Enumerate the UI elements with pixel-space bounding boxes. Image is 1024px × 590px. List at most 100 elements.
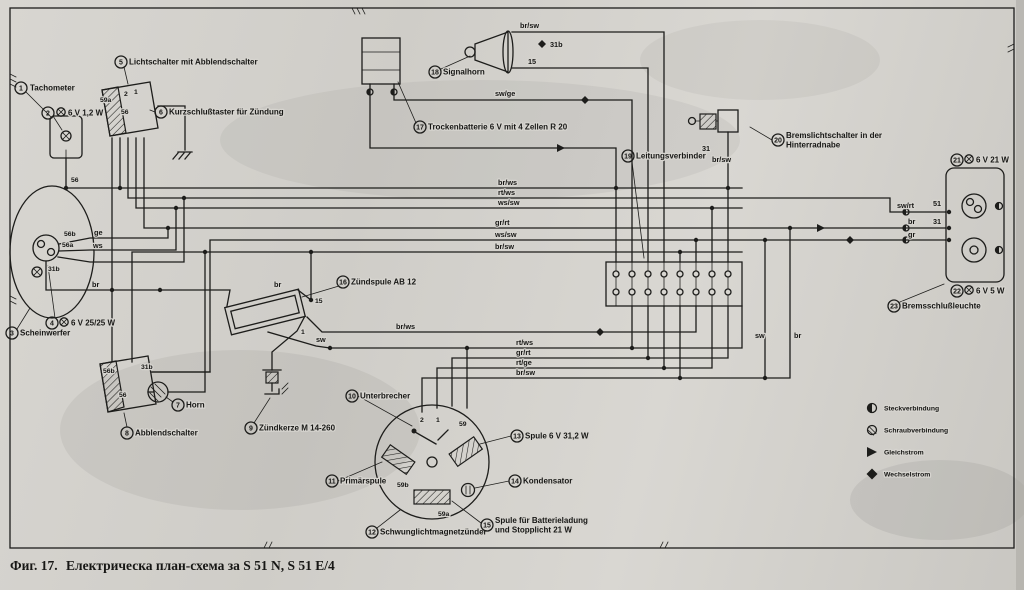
term-1-switch: 1 (134, 89, 138, 96)
term-1-fly: 1 (436, 417, 440, 424)
label-charge-coil-1: Spule für Batterieladung (495, 516, 588, 525)
label-horn: Horn (186, 401, 205, 410)
label-tail-light: Bremsschlußleuchte (902, 302, 981, 311)
wire-gr-tail: gr (908, 230, 915, 239)
scan-ticks (9, 7, 1015, 549)
condenser-symbol (460, 482, 476, 498)
horn-kill-wires (147, 105, 211, 393)
callout-18: 18 (431, 70, 439, 77)
callout-9: 9 (249, 426, 253, 433)
callout-10: 10 (348, 394, 356, 401)
bulb-icon (56, 107, 66, 117)
label-tachometer: Tachometer (30, 84, 75, 93)
term-59b-fly: 59b (397, 482, 409, 489)
wire-brsw1: br/sw (495, 242, 514, 251)
label-light-coil: Spule 6 V 31,2 W (525, 432, 589, 441)
label-brake-switch-1: Bremslichtschalter in der (786, 131, 882, 140)
label-signal-horn: Signalhorn (443, 68, 485, 77)
wire-br-tail: br (908, 217, 915, 226)
callout-20: 20 (774, 138, 782, 145)
plug-connector-markers (366, 88, 910, 244)
wire-grrt2: gr/rt (516, 348, 531, 357)
label-dip-switch: Abblendschalter (135, 429, 198, 438)
wire-markers (366, 40, 910, 336)
bulb-icon (964, 154, 974, 164)
wiring (45, 31, 947, 413)
wire-brsw-brake: br/sw (712, 155, 731, 164)
callout-22: 22 (953, 289, 961, 296)
brake-light-switch (687, 109, 773, 141)
headlight-wires (45, 197, 231, 307)
wire-ge-head: ge (94, 228, 103, 237)
term-59a-fly: 59a (438, 511, 450, 518)
tail-light (899, 167, 1005, 303)
dip-switch (99, 355, 157, 428)
term-56-dip: 56 (119, 392, 127, 399)
term-59a-switch: 59a (100, 97, 112, 104)
wire-wssw1: ws/sw (497, 198, 520, 207)
legend-gleich: Gleichstrom (884, 450, 924, 457)
callout-21: 21 (953, 158, 961, 165)
callout-15: 15 (483, 523, 491, 530)
label-brake-switch-2: Hinterradnabe (786, 141, 841, 150)
wire-15-horn: 15 (528, 57, 536, 66)
diagram-frame (9, 7, 1015, 549)
term-1-coil: 1 (301, 329, 305, 336)
headlight (9, 185, 95, 330)
wire-31b: 31b (550, 40, 563, 49)
callout-3: 3 (10, 331, 14, 338)
caption: Фиг. 17. Електрическа план-схема за S 51… (10, 558, 335, 573)
term-15-coil: 15 (315, 298, 323, 305)
tachometer (25, 91, 83, 159)
wire-rtws1: rt/ws (498, 188, 515, 197)
callout-5: 5 (119, 60, 123, 67)
parking-bulb-icon (31, 266, 43, 278)
caption-figure: Фиг. 17. (10, 558, 58, 573)
kill-button-leader (149, 109, 156, 113)
callout-7: 7 (176, 403, 180, 410)
wire-ws-head: ws (92, 241, 103, 250)
label-primary-coil: Primärspule (340, 477, 387, 486)
light-switch (101, 66, 159, 137)
paper-texture (60, 0, 1024, 590)
label-breaker: Unterbrecher (360, 392, 410, 401)
callout-14: 14 (511, 479, 519, 486)
screw-connection-icon (866, 424, 878, 436)
label-battery: Trockenbatterie 6 V mit 4 Zellen R 20 (428, 123, 568, 132)
wire-wssw2: ws/sw (494, 230, 517, 239)
callout-19: 19 (624, 154, 632, 161)
callout-17: 17 (416, 125, 424, 132)
term-56b-head: 56b (64, 231, 76, 238)
battery (361, 37, 417, 124)
label-ignition-coil: Zündspule AB 12 (351, 278, 417, 287)
junction-dots (63, 185, 952, 381)
label-connector: Leitungsverbinder (636, 152, 706, 161)
wire-brws-mid: br/ws (396, 322, 415, 331)
term-2-fly: 2 (420, 417, 424, 424)
term-56b-dip: 56b (103, 368, 115, 375)
wire-br-mid: br (794, 331, 801, 340)
top-wires (369, 31, 729, 263)
label-tail-bulb-21w: 6 V 21 W (976, 156, 1009, 165)
ignition-coil (223, 285, 340, 336)
wire-sw-coil: sw (316, 335, 326, 344)
term-31b-head: 31b (48, 266, 60, 273)
label-light-switch: Lichtschalter mit Abblendschalter (129, 58, 258, 67)
connector-block (605, 161, 743, 307)
connector-pins (612, 270, 732, 296)
plug-connection-icon (867, 403, 872, 413)
signal-horn (440, 30, 514, 74)
wire-rtge: rt/ge (516, 358, 532, 367)
callout-11: 11 (328, 479, 336, 486)
wire-br-head: br (92, 280, 99, 289)
callout-8: 8 (125, 431, 129, 438)
label-headlight: Scheinwerfer (20, 329, 70, 338)
wire-grrt1: gr/rt (495, 218, 510, 227)
wire-rtws2: rt/ws (516, 338, 533, 347)
wire-brsw-top: br/sw (520, 21, 539, 30)
wire-brws1: br/ws (498, 178, 517, 187)
label-charge-coil-2: und Stopplicht 21 W (495, 526, 572, 535)
label-tail-bulb-5w: 6 V 5 W (976, 287, 1005, 296)
callout-13: 13 (513, 434, 521, 441)
